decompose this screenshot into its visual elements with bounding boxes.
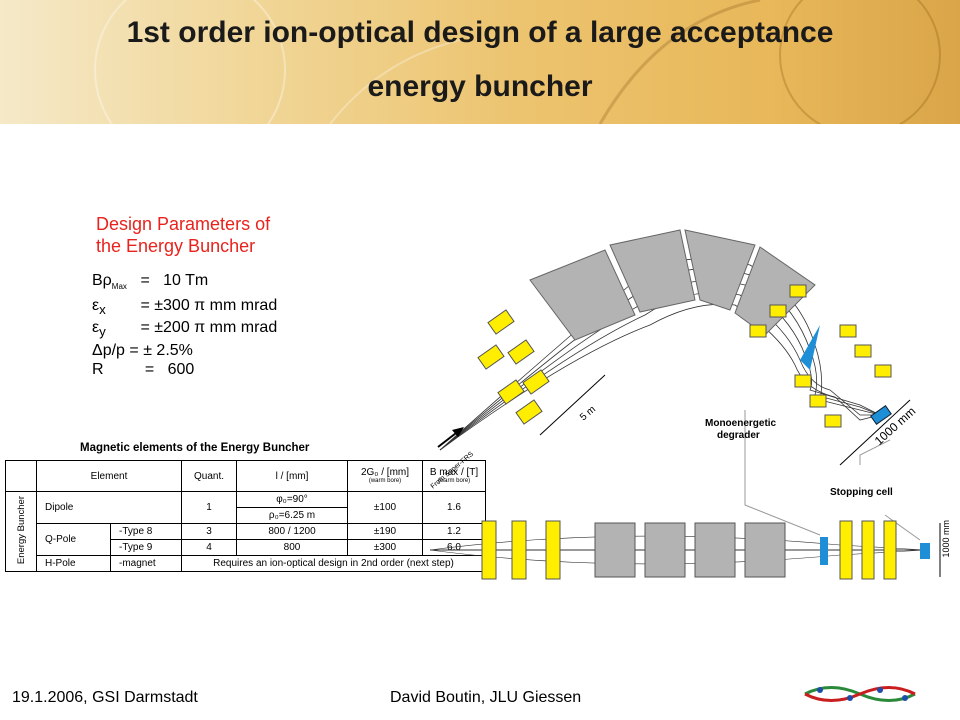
quad-magnet xyxy=(481,520,497,580)
param-row-ex: εx = ±300 π mm mrad xyxy=(92,296,278,317)
dipole-block xyxy=(694,522,736,578)
quad-magnet xyxy=(511,520,527,580)
quad-magnet xyxy=(883,520,897,580)
quadrupole-magnets xyxy=(477,284,892,428)
quad-magnet xyxy=(749,324,767,338)
quad-magnet xyxy=(824,414,842,428)
table-row: Q-Pole -Type 8 3 800 / 1200 ±190 1.2 xyxy=(6,523,486,556)
degrader-callout-line xyxy=(744,410,821,536)
buncher-diagram xyxy=(429,229,941,580)
params-title-line2: the Energy Buncher xyxy=(96,236,256,256)
arrow-head-icon xyxy=(452,427,464,437)
header-decoration xyxy=(94,0,941,124)
param-row-brho: BρMax = 10 Tm xyxy=(92,272,209,292)
param-row-dpp: Δp/p = ± 2.5% xyxy=(92,342,193,360)
table-row: Energy Buncher Dipole 1 φ₀=90° ±100 1.6 xyxy=(5,491,486,572)
quad-magnet xyxy=(854,344,872,358)
quad-magnet xyxy=(839,324,857,338)
param-row-r: R = 600 xyxy=(92,360,195,378)
dipole-sector xyxy=(529,249,636,341)
slide-title: 1st order ion-optical design of a large … xyxy=(0,6,960,114)
group-label-cell: Energy Buncher xyxy=(5,491,37,572)
degrader-block xyxy=(820,537,828,565)
dipole-block xyxy=(744,522,786,578)
stopping-cell-callout-line xyxy=(859,439,891,465)
quad-magnet xyxy=(497,379,525,405)
quad-magnet xyxy=(477,344,505,370)
quad-magnet xyxy=(794,374,812,388)
scale-bar-1000mm xyxy=(839,399,911,466)
table-row: H-Pole -magnet Requires an ion-optical d… xyxy=(6,555,486,572)
stopping-cell-box xyxy=(870,405,892,425)
quad-magnet xyxy=(507,339,535,365)
dipole-sector xyxy=(684,229,756,311)
scale-bar-5m xyxy=(539,374,606,436)
footer-date-location: 19.1.2006, GSI Darmstadt xyxy=(12,689,198,706)
linear-layout xyxy=(429,520,941,580)
table-title: Magnetic elements of the Energy Buncher xyxy=(80,442,310,454)
slide-title-line2: energy buncher xyxy=(367,70,593,103)
quad-magnet xyxy=(839,520,853,580)
quad-magnet xyxy=(522,369,550,395)
params-title-line1: Design Parameters of xyxy=(96,214,271,234)
header-element: Element xyxy=(36,460,182,492)
header-quant: Quant. xyxy=(181,460,237,492)
quad-magnet xyxy=(545,520,561,580)
quad-magnet xyxy=(874,364,892,378)
quad-magnet xyxy=(809,394,827,408)
institution-logo-icon xyxy=(804,686,916,702)
header-bmax: B max / [T](warm bore) xyxy=(422,460,486,492)
header-g0: 2G₀ / [mm](warm bore) xyxy=(347,460,423,492)
scale-label-1000mm-bottom: 1000 mm xyxy=(941,520,951,558)
params-title: Design Parameters of the Energy Buncher xyxy=(96,213,270,257)
table-header-row: Element Quant. l / [mm] 2G₀ / [mm](warm … xyxy=(5,460,486,492)
degrader-label: Monoenergetic degrader xyxy=(705,418,777,441)
quad-magnet xyxy=(769,304,787,318)
degrader-wedge xyxy=(800,325,820,370)
quad-magnet xyxy=(515,399,543,425)
stopping-cell-label: Stopping cell xyxy=(830,487,893,498)
dipole-block xyxy=(594,522,636,578)
footer-author: David Boutin, JLU Giessen xyxy=(390,689,582,706)
quad-magnet xyxy=(861,520,875,580)
params-list: BρMax = 10 Tm εx = ±300 π mm mrad εy = ±… xyxy=(92,272,277,379)
header-banner: 1st order ion-optical design of a large … xyxy=(0,0,960,124)
header-length: l / [mm] xyxy=(236,460,348,492)
param-row-ey: εy = ±200 π mm mrad xyxy=(92,319,278,340)
stopping-cell-block xyxy=(920,543,930,559)
dipole-sector xyxy=(609,229,696,313)
dipole-magnets xyxy=(529,229,816,341)
magnet-table: Element Quant. l / [mm] 2G₀ / [mm](warm … xyxy=(5,460,486,572)
quad-magnet xyxy=(487,309,515,335)
slide-title-line1: 1st order ion-optical design of a large … xyxy=(126,16,834,49)
dipole-block xyxy=(644,522,686,578)
quad-magnet xyxy=(789,284,807,298)
